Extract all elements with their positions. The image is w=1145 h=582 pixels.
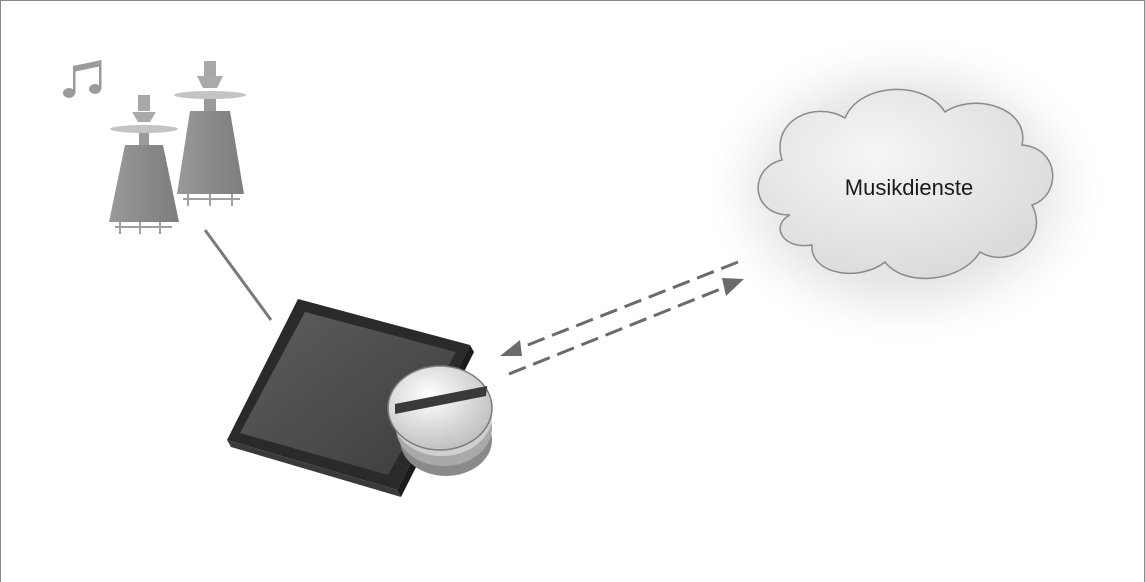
music-note-icon xyxy=(63,60,102,98)
speaker-left-icon xyxy=(109,95,179,234)
cloud-label: Musikdienste xyxy=(845,175,973,200)
arrow-to-cloud xyxy=(508,284,729,376)
cloud-icon: Musikdienste xyxy=(725,55,1085,325)
speaker-right-icon xyxy=(174,61,246,206)
speaker-connection-line xyxy=(203,229,273,321)
arrow-head-to-tablet xyxy=(500,340,522,356)
tablet-controller-icon xyxy=(227,299,493,497)
data-flow-arrows xyxy=(500,260,744,376)
arrow-to-tablet xyxy=(514,260,739,352)
arrow-head-to-cloud xyxy=(722,278,744,296)
